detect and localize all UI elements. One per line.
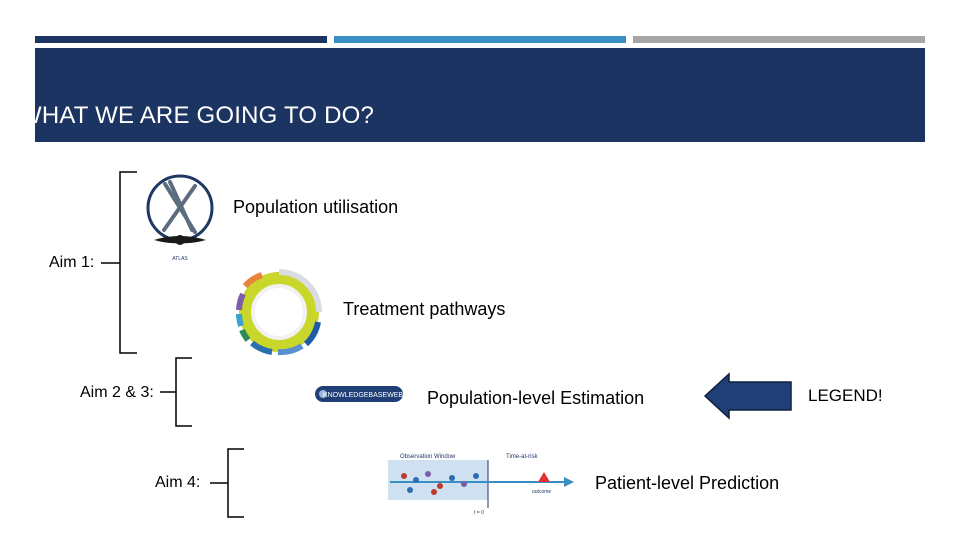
accent-bar-navy	[35, 36, 327, 43]
patient-prediction-label: Patient-level Prediction	[595, 473, 780, 493]
accent-bar-blue	[334, 36, 626, 43]
aim4-label: Aim 4:	[155, 474, 201, 491]
legend-label: LEGEND!	[808, 386, 883, 405]
outcome-label: outcome	[532, 489, 551, 495]
aim23-label: Aim 2 & 3:	[80, 384, 154, 401]
treatment-pathways-label: Treatment pathways	[343, 299, 506, 319]
observation-window-label: Observation Window	[400, 454, 456, 460]
legend-arrow-icon	[703, 372, 792, 420]
accent-bar-gray	[633, 36, 925, 43]
time-at-risk-label: Time-at-risk	[506, 454, 538, 460]
atlas-logo-icon: ATLAS	[146, 174, 214, 262]
sunburst-chart-icon	[236, 269, 322, 356]
t0-label: t = 0	[474, 510, 484, 516]
population-utilisation-label: Population utilisation	[233, 197, 399, 217]
knowledgebase-logo-icon: KNOWLEDGEBASEWEB	[315, 386, 403, 402]
population-estimation-label: Population-level Estimation	[427, 388, 645, 408]
title-banner	[35, 48, 925, 142]
prediction-timeline-figure: Observation Window Time-at-risk outcome …	[388, 454, 574, 516]
atlas-logo-text: ATLAS	[172, 256, 188, 262]
slide-title: WHAT WE ARE GOING TO DO?	[19, 102, 375, 129]
knowledgebase-logo-text: KNOWLEDGEBASEWEB	[323, 392, 403, 399]
aim1-label: Aim 1:	[49, 254, 95, 271]
